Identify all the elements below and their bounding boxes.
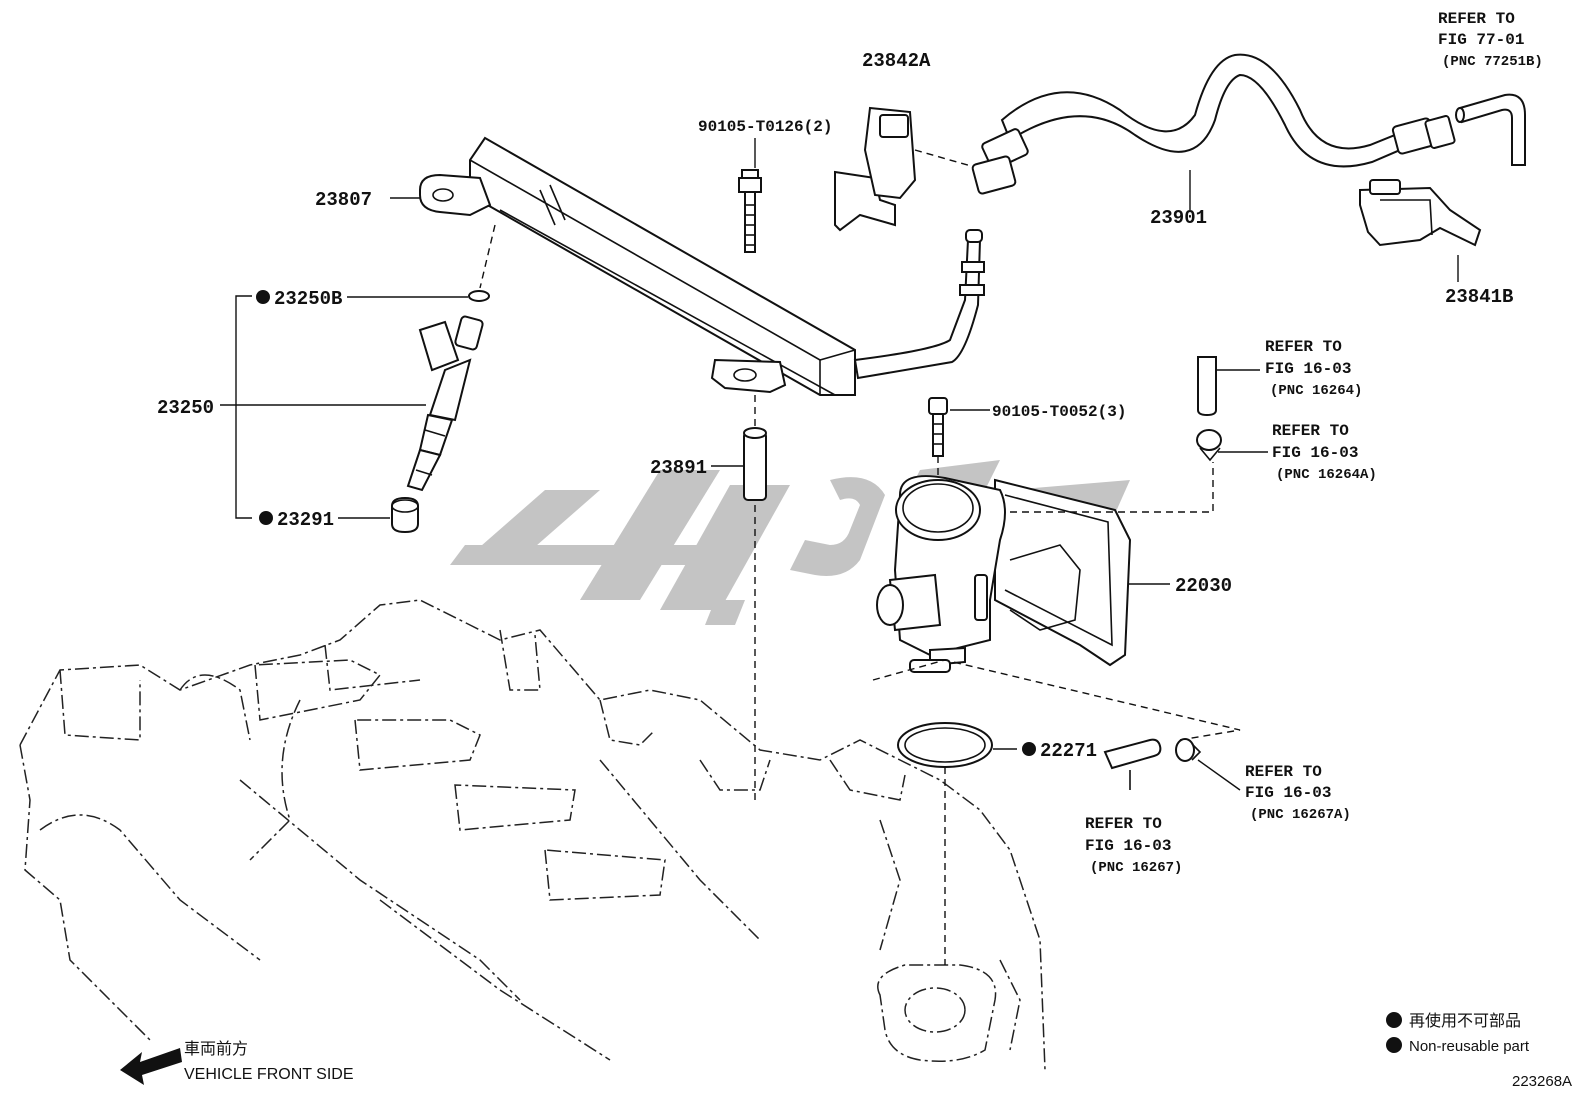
bracket-23841b (1359, 179, 1482, 247)
fuel-hose-23901 (971, 53, 1456, 195)
legend-jp: 再使用不可部品 (1409, 1012, 1521, 1030)
non-reusable-marker-23250b (256, 290, 270, 304)
legend: 再使用不可部品 Non-reusable part (1386, 1012, 1530, 1055)
callout-22030: 22030 (1175, 575, 1232, 597)
arrow-left-icon (120, 1048, 182, 1085)
fuel-injector (391, 224, 496, 534)
tube-ref-77-01 (1455, 93, 1526, 166)
callout-90105-t0052: 90105-T0052(3) (992, 403, 1126, 421)
gasket-22271 (872, 659, 1241, 965)
ref-line2: FIG 16-03 (1272, 444, 1358, 462)
bolt-90105-t0126 (738, 169, 762, 253)
bracket-23842a (834, 106, 986, 232)
leader-lines (220, 138, 1459, 791)
ref-note-16267: REFER TO FIG 16-03 (PNC 16267) (1085, 815, 1182, 876)
ref-note-16264: REFER TO FIG 16-03 (PNC 16264) (1265, 338, 1362, 399)
clamp-ref-16264a (1010, 429, 1222, 513)
callout-23807: 23807 (315, 189, 372, 211)
ref-line3: (PNC 16267A) (1250, 807, 1351, 823)
ref-line2: FIG 77-01 (1438, 31, 1524, 49)
callout-23842a: 23842A (862, 50, 931, 72)
hose-ref-16267 (1103, 738, 1162, 790)
ref-line1: REFER TO (1265, 338, 1342, 356)
legend-en: Non-reusable part (1409, 1038, 1530, 1055)
callout-22271: 22271 (1040, 740, 1097, 762)
callout-23901: 23901 (1150, 207, 1207, 229)
vehicle-front-en: VEHICLE FRONT SIDE (184, 1066, 354, 1083)
ref-line3: (PNC 16267) (1090, 860, 1182, 876)
fuel-delivery-rail (419, 136, 985, 396)
ref-line3: (PNC 16264) (1270, 383, 1362, 399)
ref-line1: REFER TO (1085, 815, 1162, 833)
ref-line2: FIG 16-03 (1085, 837, 1171, 855)
non-reusable-marker-23291 (259, 511, 273, 525)
vehicle-front-jp: 車両前方 (184, 1040, 248, 1058)
ref-note-16264a: REFER TO FIG 16-03 (PNC 16264A) (1272, 422, 1377, 483)
illustration-id: 223268A (1512, 1073, 1572, 1090)
legend-bullet-icon (1386, 1037, 1402, 1053)
callout-23250b: 23250B (274, 288, 342, 310)
ref-line3: (PNC 77251B) (1442, 54, 1543, 70)
ref-line1: REFER TO (1272, 422, 1349, 440)
vehicle-front-indicator: 車両前方 VEHICLE FRONT SIDE (120, 1040, 354, 1085)
non-reusable-marker-22271 (1022, 742, 1036, 756)
hose-ref-16264 (1197, 356, 1217, 417)
ref-line2: FIG 16-03 (1265, 360, 1351, 378)
clamp-ref-16267a (1175, 738, 1202, 762)
ref-note-77-01: REFER TO FIG 77-01 (PNC 77251B) (1438, 10, 1543, 70)
callout-23291: 23291 (277, 509, 334, 531)
callout-23250: 23250 (157, 397, 214, 419)
ref-note-16267a: REFER TO FIG 16-03 (PNC 16267A) (1245, 763, 1351, 823)
ref-line1: REFER TO (1438, 10, 1515, 28)
callout-23841b: 23841B (1445, 286, 1513, 308)
ref-line2: FIG 16-03 (1245, 784, 1331, 802)
engine-manifold-outline (19, 599, 1046, 1071)
legend-bullet-icon (1386, 1012, 1402, 1028)
callout-90105-t0126: 90105-T0126(2) (698, 118, 832, 136)
throttle-body (876, 397, 1132, 673)
ref-line3: (PNC 16264A) (1276, 467, 1377, 483)
spacer-23891 (743, 395, 767, 800)
callout-labels: 23807 23842A 90105-T0126(2) 23901 23841B… (157, 50, 1513, 762)
ref-line1: REFER TO (1245, 763, 1322, 781)
callout-23891: 23891 (650, 457, 707, 479)
